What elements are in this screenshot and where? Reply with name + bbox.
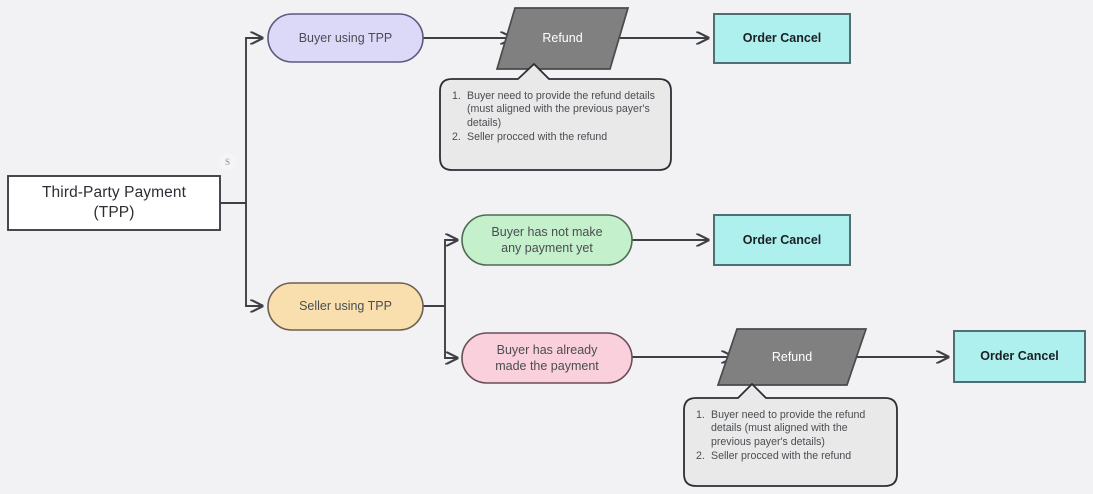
node-refund-bottom[interactable] xyxy=(716,328,868,386)
edge-seller-tpp-to-no-payment xyxy=(444,240,457,306)
node-third-party-payment[interactable] xyxy=(7,175,221,231)
node-buyer-already-paid[interactable] xyxy=(461,332,633,384)
node-order-cancel-1[interactable] xyxy=(713,13,851,64)
node-seller-using-tpp[interactable] xyxy=(267,282,424,331)
node-refund-top[interactable] xyxy=(495,7,630,70)
node-buyer-no-payment[interactable] xyxy=(461,214,633,266)
edge-root-to-buyer-tpp xyxy=(245,38,262,203)
node-order-cancel-3[interactable] xyxy=(953,330,1086,383)
watermark-badge-icon: S xyxy=(219,153,236,170)
callout-top-bubble xyxy=(439,63,672,171)
edge-seller-tpp-to-already-paid xyxy=(444,306,457,358)
node-order-cancel-2[interactable] xyxy=(713,214,851,266)
callout-bottom-bubble xyxy=(683,383,898,487)
edge-root-to-seller-tpp xyxy=(245,203,262,306)
node-buyer-using-tpp[interactable] xyxy=(267,13,424,63)
